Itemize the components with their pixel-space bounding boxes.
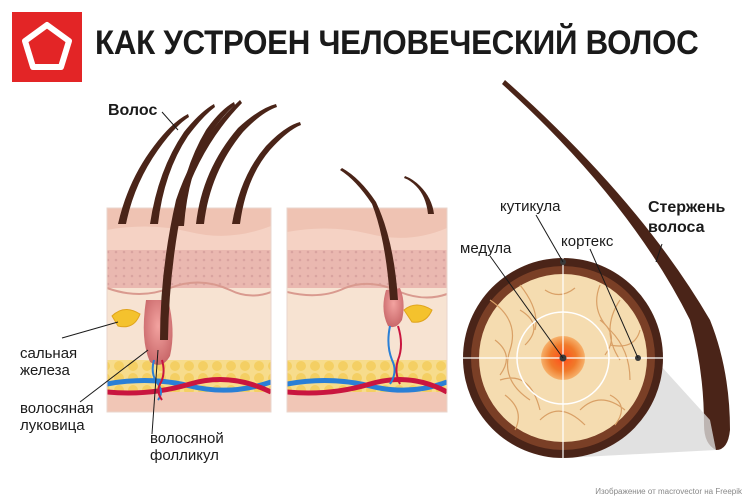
label-hair-shaft-line2: волоса [648, 219, 705, 236]
label-hair-follicle: волосяной фолликул [150, 430, 224, 464]
brand-logo[interactable] [12, 12, 82, 82]
label-sebaceous-gland-line1: сальная [20, 345, 78, 362]
label-sebaceous-gland-line2: железа [20, 362, 70, 379]
label-hair-follicle-line1: волосяной [150, 430, 224, 447]
label-medulla: медула [460, 240, 512, 257]
label-cuticle: кутикула [500, 198, 561, 215]
image-credit: Изображение от macrovector на Freepik [595, 487, 742, 496]
label-hair: Волос [108, 102, 158, 119]
label-hair-bulb: волосяная луковица [20, 400, 93, 434]
label-hair-bulb-line1: волосяная [20, 400, 94, 417]
label-sebaceous-gland: сальная железа [20, 345, 77, 379]
label-hair-follicle-line2: фолликул [150, 447, 219, 464]
follicle-right [383, 288, 433, 385]
label-hair-shaft-line1: Стержень [648, 199, 726, 216]
label-hair-shaft: Стержень волоса [648, 198, 725, 238]
hair-strands [118, 100, 434, 340]
label-cortex: кортекс [561, 233, 614, 250]
leader-lines [61, 111, 663, 435]
skin-section-left [107, 208, 271, 412]
page-title: КАК УСТРОЕН ЧЕЛОВЕЧЕСКИЙ ВОЛОС [95, 24, 699, 62]
hair-shaft [502, 80, 730, 450]
pentagon-logo-icon [22, 22, 72, 70]
label-hair-bulb-line2: луковица [20, 417, 85, 434]
